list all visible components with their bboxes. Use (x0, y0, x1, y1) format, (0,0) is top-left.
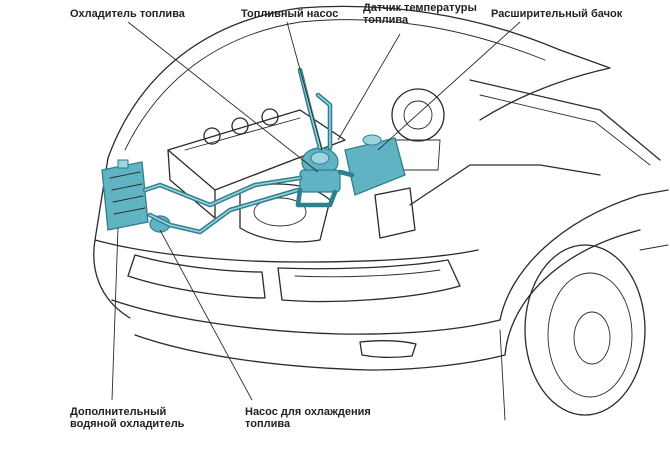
label-cooling-pump-line1: Насос для охлаждения (245, 406, 371, 418)
expansion-tank (344, 134, 406, 196)
label-aux-cooler: Дополнительный водяной охладитель (70, 406, 184, 430)
leader-lines (111, 21, 521, 401)
car-body (93, 5, 669, 421)
label-fuel-pump: Топливный насос (241, 8, 339, 20)
label-cooling-pump: Насос для охлаждения топлива (245, 406, 371, 430)
leader-cooling-pump (159, 229, 253, 401)
fuel-pump (299, 147, 341, 193)
label-temp-sensor-line1: Датчик температуры (363, 2, 477, 14)
leader-fuel-cooler (127, 21, 319, 173)
label-temp-sensor-line2: топлива (363, 14, 409, 26)
leader-expansion-tank (377, 21, 521, 151)
label-aux-cooler-line2: водяной охладитель (70, 418, 185, 430)
label-cooling-pump-line2: топлива (245, 418, 291, 430)
leader-aux-cooler (111, 227, 119, 401)
leader-temp-sensor (337, 33, 401, 141)
leader-fuel-pump (286, 21, 323, 151)
label-aux-cooler-line1: Дополнительный (70, 406, 167, 418)
label-temp-sensor: Датчик температуры топлива (363, 2, 477, 26)
label-expansion-tank: Расширительный бачок (491, 8, 623, 20)
auxiliary-water-cooler (101, 159, 149, 231)
label-fuel-cooler: Охладитель топлива (70, 8, 185, 20)
